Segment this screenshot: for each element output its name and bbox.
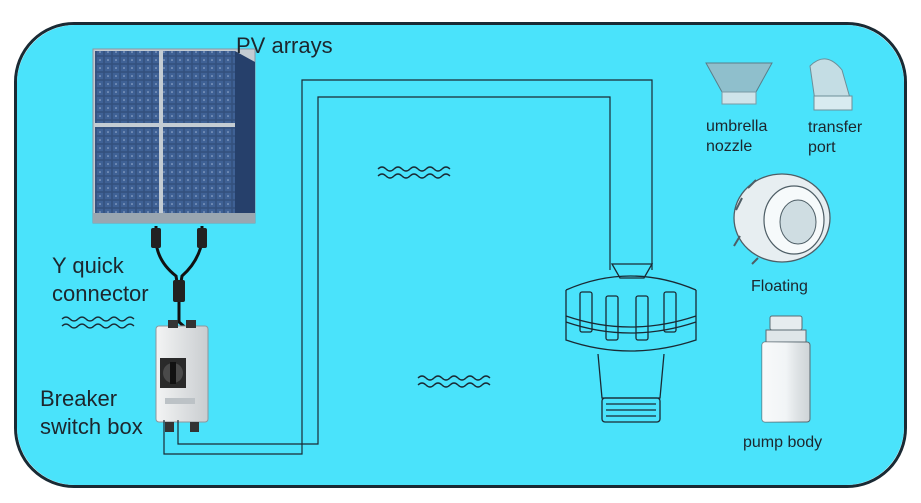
umbrella-label: umbrella [706, 118, 768, 135]
y-quick-label: Y quick [52, 253, 124, 278]
switch-box-icon [155, 320, 209, 432]
solar-panel-icon [92, 48, 256, 224]
fountain-icon [565, 263, 697, 423]
transfer-port-icon [809, 58, 853, 111]
nozzle-label: nozzle [706, 138, 753, 155]
connector-label: connector [52, 281, 149, 306]
pump-body-icon [761, 315, 811, 423]
water-wave-icon [61, 166, 491, 388]
pump-body-label: pump body [743, 434, 823, 451]
breaker-label: Breaker [40, 386, 118, 411]
pv-arrays-label: PV arrays [236, 33, 333, 58]
diagram-background [14, 22, 907, 488]
floating-ring-icon [733, 173, 831, 265]
floating-label: Floating [751, 278, 808, 295]
connector-icon [151, 226, 207, 332]
transfer-label: transfer [808, 119, 863, 136]
umbrella-nozzle-icon [705, 62, 773, 105]
port-label: port [808, 139, 836, 156]
pipe-lines [163, 79, 653, 455]
switch-box-label: switch box [40, 414, 143, 439]
